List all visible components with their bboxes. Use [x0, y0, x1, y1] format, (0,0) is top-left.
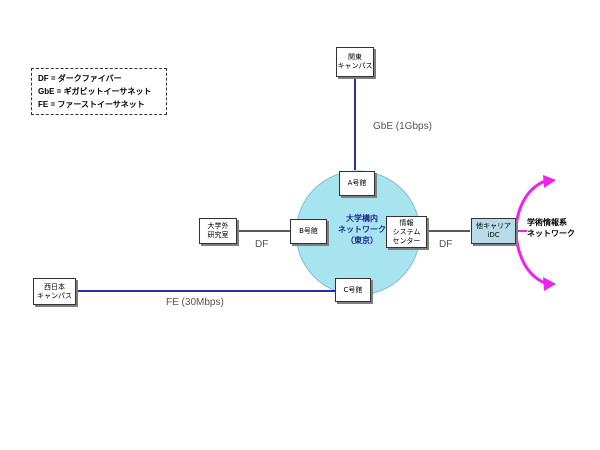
df-right-label: DF	[439, 239, 453, 250]
df-left-label: DF	[255, 239, 269, 250]
node-nishinihon-campus: 西日本 キャンパス	[33, 278, 76, 305]
academic-arrow-up-head	[543, 175, 556, 188]
legend-line: DF = ダークファイバー	[38, 74, 122, 83]
node-b-building: B号館	[290, 219, 327, 244]
node-c-building: C号館	[335, 278, 371, 302]
legend-box: DF = ダークファイバー GbE = ギガビットイーサネット FE = ファー…	[31, 68, 167, 115]
campus-network-label: 大学構内 ネットワーク （東京）	[338, 214, 386, 245]
legend-line: GbE = ギガビットイーサネット	[38, 87, 152, 96]
gbe-label: GbE (1Gbps)	[373, 121, 432, 132]
academic-arrow-up	[514, 179, 546, 229]
node-kanto-campus: 関東 キャンパス	[336, 47, 374, 77]
node-off-campus-lab: 大学外 研究室	[199, 218, 237, 244]
academic-network-label: 学術情報系 ネットワーク	[527, 218, 575, 238]
academic-arrow-down	[514, 233, 546, 285]
fe-label: FE (30Mbps)	[166, 297, 224, 308]
node-a-building: A号館	[339, 171, 375, 196]
legend-line: FE = ファーストイーサネット	[38, 100, 145, 109]
node-info-system-center: 情報 システム センター	[386, 216, 427, 248]
node-other-carrier-idc: 他キャリア iDC	[471, 218, 516, 244]
academic-arrow-down-head	[543, 277, 556, 291]
